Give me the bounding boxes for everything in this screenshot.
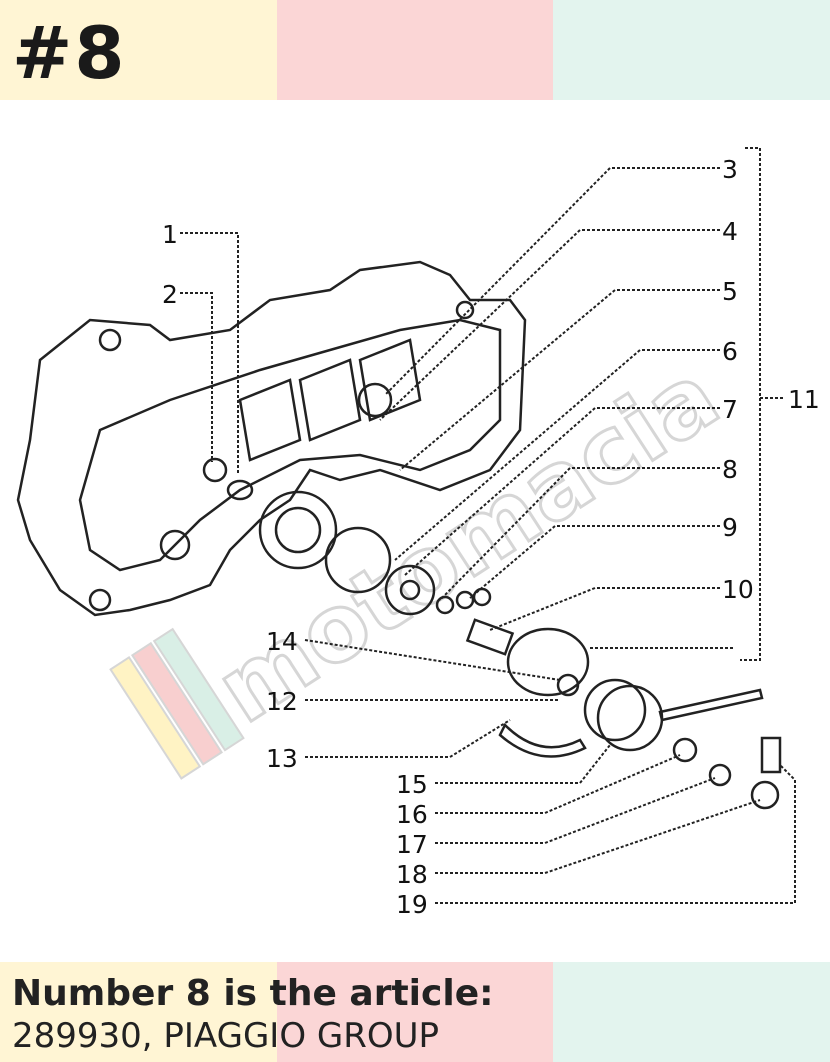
callout-4: 4 [722, 217, 738, 246]
leader-4 [379, 229, 720, 421]
callout-13: 13 [266, 744, 298, 773]
crankcase-bolt-hole [98, 328, 122, 352]
callout-11: 11 [788, 385, 820, 414]
crankcase-bolt-hole [88, 588, 112, 612]
callout-labels: 1 2 3 4 5 6 7 8 9 10 11 14 12 13 15 16 1… [162, 155, 820, 919]
callout-18: 18 [396, 860, 428, 889]
part-sprocket [583, 678, 647, 742]
band-yellow [0, 0, 277, 100]
leader-17 [435, 777, 716, 844]
part-gear-small [202, 457, 228, 483]
leader-8 [439, 467, 720, 601]
leader-9 [469, 525, 720, 599]
article-details: 289930, PIAGGIO GROUP [12, 1016, 440, 1056]
watermark-stripe-mint [152, 627, 245, 752]
callout-10: 10 [722, 575, 754, 604]
crankcase-outline [16, 260, 527, 617]
callout-19: 19 [396, 890, 428, 919]
part-sprocket-ring [596, 684, 664, 752]
leader-5 [399, 289, 720, 471]
leader-3 [384, 167, 720, 396]
callout-8: 8 [722, 455, 738, 484]
callout-7: 7 [722, 395, 738, 424]
leader-10 [489, 587, 720, 631]
callout-12: 12 [266, 687, 298, 716]
header-band [0, 0, 830, 100]
callout-14: 14 [266, 627, 298, 656]
leader-1 [180, 232, 239, 475]
callout-5: 5 [722, 277, 738, 306]
leader-11-bracket [740, 147, 761, 661]
callout-9: 9 [722, 513, 738, 542]
band-pink [276, 962, 554, 1062]
callout-15: 15 [396, 770, 428, 799]
part-bushing [226, 479, 254, 501]
part-impeller-hub [399, 579, 421, 601]
leader-7 [404, 407, 720, 576]
band-mint [553, 0, 830, 100]
watermark-stripe-pink [130, 641, 224, 766]
leader-13 [305, 719, 511, 758]
article-heading: Number 8 is the article: [12, 973, 494, 1014]
callout-6: 6 [722, 337, 738, 366]
part-cover-plate-inner [274, 506, 322, 554]
part-bearing [708, 763, 732, 787]
exploded-parts-diagram: motomacia [16, 147, 820, 919]
leader-16 [435, 754, 681, 814]
part-pulley-hub [556, 673, 580, 697]
part-shaft [465, 618, 515, 656]
part-cover-plate [258, 490, 338, 570]
crankcase-bolt-hole [455, 300, 475, 320]
part-washer [435, 595, 455, 615]
crankcase-bolt-hole [357, 382, 393, 418]
crankcase-ribs [238, 338, 422, 462]
part-clip [760, 736, 782, 774]
band-pink [276, 0, 554, 100]
part-chain-guide [498, 722, 587, 758]
part-nut [672, 737, 698, 763]
item-number: #8 [12, 11, 127, 95]
watermark: motomacia [109, 341, 738, 780]
leader-14 [304, 639, 561, 681]
part-gear-shaft [750, 780, 780, 810]
crankcase-drawing [16, 260, 527, 617]
part-washer [455, 590, 475, 610]
callout-16: 16 [396, 800, 428, 829]
band-yellow [0, 962, 277, 1062]
callout-17: 17 [396, 830, 428, 859]
leader-6 [394, 349, 720, 561]
band-mint [553, 962, 830, 1062]
footer-band [0, 962, 830, 1062]
leader-19 [435, 764, 796, 904]
leader-2 [180, 292, 213, 462]
crankcase-bolt-hole [159, 529, 191, 561]
leader-15 [435, 744, 611, 784]
callout-1: 1 [162, 220, 178, 249]
callout-3: 3 [722, 155, 738, 184]
callout-2: 2 [162, 280, 178, 309]
part-impeller [384, 564, 436, 616]
leader-lines [180, 147, 796, 904]
watermark-stripe-yellow [109, 656, 202, 780]
part-o-ring [324, 526, 392, 594]
leader-18 [435, 799, 761, 874]
part-pulley [506, 627, 590, 697]
part-chain [658, 688, 764, 722]
parts-drawing [202, 457, 782, 810]
crankcase-inner-wall [78, 318, 502, 572]
